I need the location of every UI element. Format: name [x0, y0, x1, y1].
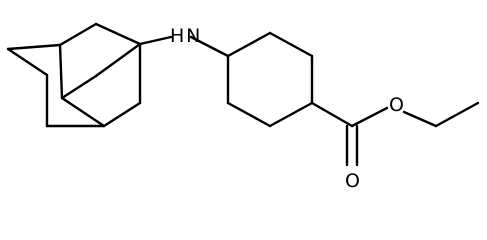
bond [102, 101, 142, 128]
bond [138, 35, 173, 46]
cyclohexane-ring [226, 31, 314, 128]
amine-nh-label: H N [170, 25, 200, 47]
ethyl-ester-group [310, 101, 480, 167]
bond [226, 31, 272, 58]
bond [402, 110, 438, 128]
bond [434, 101, 480, 128]
molecule-diagram: H N O O [6, 22, 480, 192]
carbonyl-oxygen-label: O [345, 170, 360, 192]
bond [268, 101, 314, 128]
bond [58, 22, 98, 47]
bond [94, 22, 142, 46]
bond [310, 101, 354, 128]
bond [268, 31, 314, 58]
bond [58, 43, 64, 100]
bond [350, 106, 389, 128]
bond [189, 35, 230, 58]
bond [94, 42, 142, 78]
adamantane-cage [6, 22, 142, 128]
bond [226, 101, 272, 128]
bond [60, 96, 106, 128]
bond [6, 43, 62, 51]
bond [60, 74, 98, 100]
ester-oxygen-label: O [389, 94, 404, 116]
bond [6, 47, 49, 77]
